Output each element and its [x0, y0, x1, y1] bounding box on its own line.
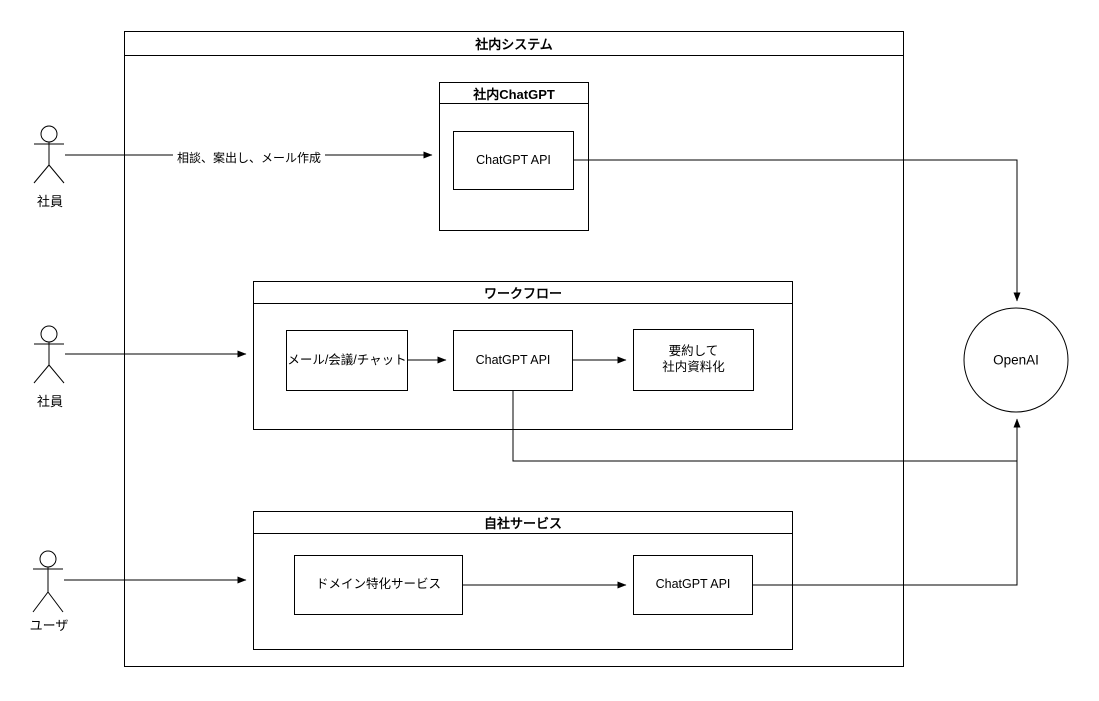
service-title: 自社サービス	[254, 512, 792, 534]
internal-system-frame: 社内システム	[124, 31, 904, 667]
actor1-label: 社員	[36, 194, 64, 209]
actor-icon	[34, 326, 64, 383]
workflow-title: ワークフロー	[254, 282, 792, 304]
edge-service-api-to-openai	[753, 461, 1017, 585]
internal-chatgpt-api-node: ChatGPT API	[453, 131, 574, 190]
internal-system-title: 社内システム	[125, 32, 903, 56]
internal-chatgpt-title: 社内ChatGPT	[440, 83, 588, 104]
workflow-api-node: ChatGPT API	[453, 330, 573, 391]
internal-chatgpt-frame: 社内ChatGPT	[439, 82, 589, 231]
openai-circle	[964, 308, 1068, 412]
workflow-frame: ワークフロー	[253, 281, 793, 430]
service-frame: 自社サービス	[253, 511, 793, 650]
edge-workflow-api-to-openai	[513, 391, 1021, 461]
actor2-label: 社員	[36, 394, 64, 409]
service-domain-node: ドメイン特化サービス	[294, 555, 463, 615]
actor3-label: ユーザ	[29, 618, 69, 633]
edge-internal-api-to-openai	[574, 160, 1021, 302]
openai-label: OpenAI	[993, 352, 1039, 368]
edge-label-consult: 相談、案出し、メール作成	[172, 149, 326, 166]
workflow-output-node: 要約して 社内資料化	[633, 329, 754, 391]
actor-icon	[33, 551, 63, 612]
workflow-input-node: メール/会議/チャット	[286, 330, 408, 391]
service-api-node: ChatGPT API	[633, 555, 753, 615]
actor-icon	[34, 126, 64, 183]
